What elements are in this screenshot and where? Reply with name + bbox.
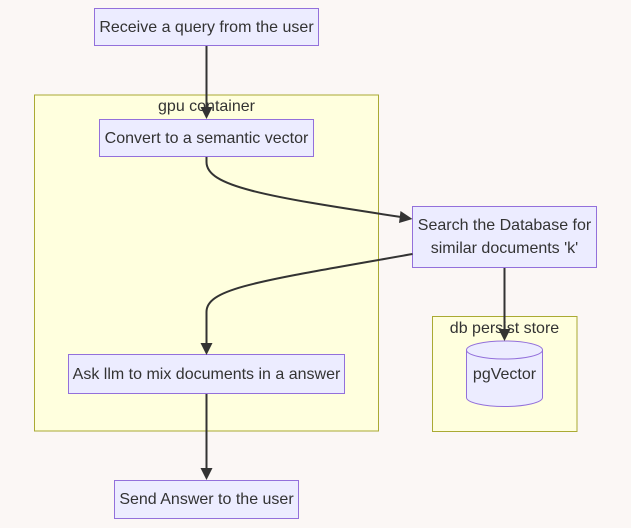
edge-mix-to-send [200, 394, 213, 480]
node-pgvector-database: pgVector [466, 340, 543, 407]
arrowhead-icon [200, 343, 213, 355]
edge-search-to-mix [200, 253, 413, 355]
edge-receive-to-convert [200, 46, 213, 119]
node-send-answer-label: Send Answer to the user [119, 491, 294, 508]
node-receive-query-label: Receive a query from the user [99, 19, 314, 36]
node-convert-vector-label: Convert to a semantic vector [105, 130, 309, 147]
database-cylinder-rim [466, 349, 543, 360]
node-convert-vector: Convert to a semantic vector [99, 119, 314, 157]
node-send-answer: Send Answer to the user [114, 480, 299, 519]
node-search-database: Search the Database for similar document… [412, 206, 597, 268]
node-mix-documents: Ask llm to mix documents in a answer [68, 354, 345, 394]
arrowhead-icon [399, 211, 413, 223]
arrowhead-icon [498, 329, 511, 341]
node-mix-documents-label: Ask llm to mix documents in a answer [73, 366, 341, 383]
node-search-database-line-2: similar documents 'k' [431, 240, 578, 257]
edge-convert-to-search [205, 157, 413, 223]
node-search-database-line-1: Search the Database for [418, 217, 592, 234]
arrowhead-icon [200, 468, 213, 480]
node-receive-query: Receive a query from the user [94, 8, 319, 46]
db-persist-store-cluster: db persist store [432, 316, 578, 432]
edge-search-to-pgvector [498, 268, 511, 341]
node-pgvector-label: pgVector [473, 366, 537, 383]
arrowhead-icon [200, 107, 213, 119]
